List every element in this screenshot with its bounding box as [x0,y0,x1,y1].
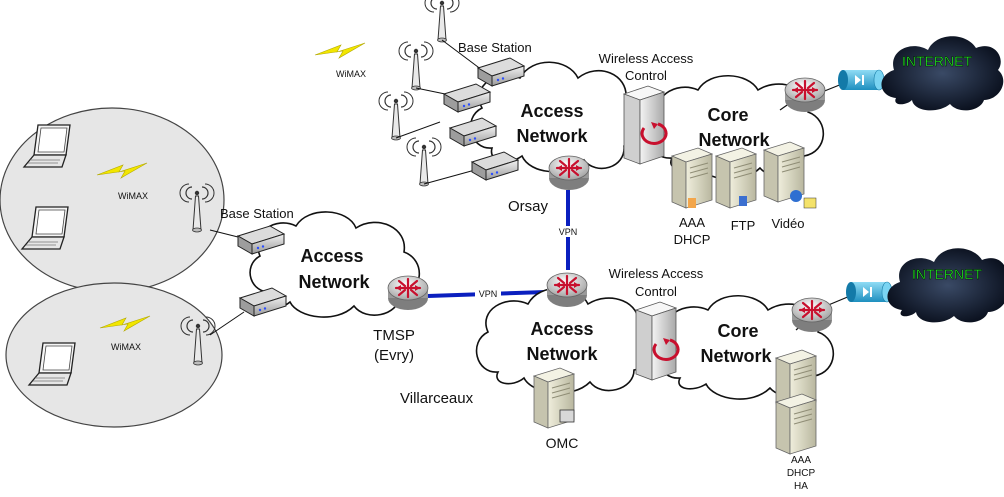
vpn-label: VPN [479,289,498,299]
wimax-label: WiMAX [118,191,148,201]
router-icon [790,296,834,334]
antenna-icon [398,41,434,91]
wireless-access-control-icon [634,300,680,382]
left-base-station-label: Base Station [220,206,294,221]
router-icon [783,76,827,114]
top-ftp-label: FTP [731,218,756,233]
ftp-icon [739,196,747,206]
bottom-access-network-label: Network [526,344,598,364]
top-internet-label: INTERNET [902,53,972,69]
bottom-dhcp-label: DHCP [787,468,816,479]
client-cell-bottom [5,282,223,428]
bottom-internet-cloud [887,248,1004,323]
top-core-network-label: Network [698,130,770,150]
router-icon [386,274,430,312]
bottom-wac-label: Control [635,284,677,299]
tmsp-label: TMSP [373,327,415,344]
firewall-icon [837,69,885,91]
orsay-label: Orsay [508,198,549,215]
router-icon [547,154,591,192]
evry-label: (Evry) [374,347,414,364]
top-access-network-label: Access [520,101,583,121]
antenna-icon [378,91,414,141]
monitor-icon [559,409,575,423]
bottom-wac-label: Wireless Access [609,266,704,281]
server-icon [715,147,757,209]
wimax-label: WiMAX [336,69,366,79]
top-dhcp-label: DHCP [674,232,711,247]
bottom-aaa-label: AAA [791,455,811,466]
firewall-icon [845,281,893,303]
server-icon [775,393,817,455]
video-icon [803,197,817,209]
left-access-network-label: Access [300,246,363,266]
router-icon [545,271,589,309]
bottom-core-network-label: Core [717,321,758,341]
base-station-icon [239,287,287,317]
bottom-ha-label: HA [794,481,808,492]
bottom-access-network-label: Access [530,319,593,339]
top-internet-cloud [881,36,1004,111]
globe-icon [790,190,802,202]
top-video-label: Vidéo [771,216,804,231]
base-station-icon [471,151,519,181]
top-wac-label: Control [625,68,667,83]
vpn-label: VPN [559,227,578,237]
bottom-core-network-label: Network [700,346,772,366]
wireless-access-control-icon [622,84,668,166]
top-base-station-label: Base Station [458,40,532,55]
antenna-icon [424,0,460,43]
omc-label: OMC [546,435,579,451]
villarceaux-label: Villarceaux [400,390,474,407]
bottom-internet-label: INTERNET [912,266,982,282]
client-cell-top [0,107,225,293]
top-access-network-label: Network [516,126,588,146]
left-access-network-label: Network [298,272,370,292]
wimax-bolt-icon [314,42,366,59]
folder-icon [688,198,696,208]
top-wac-label: Wireless Access [599,51,694,66]
wimax-label: WiMAX [111,342,141,352]
antenna-icon [406,137,442,187]
top-aaa-label: AAA [679,215,705,230]
top-core-network-label: Core [707,105,748,125]
